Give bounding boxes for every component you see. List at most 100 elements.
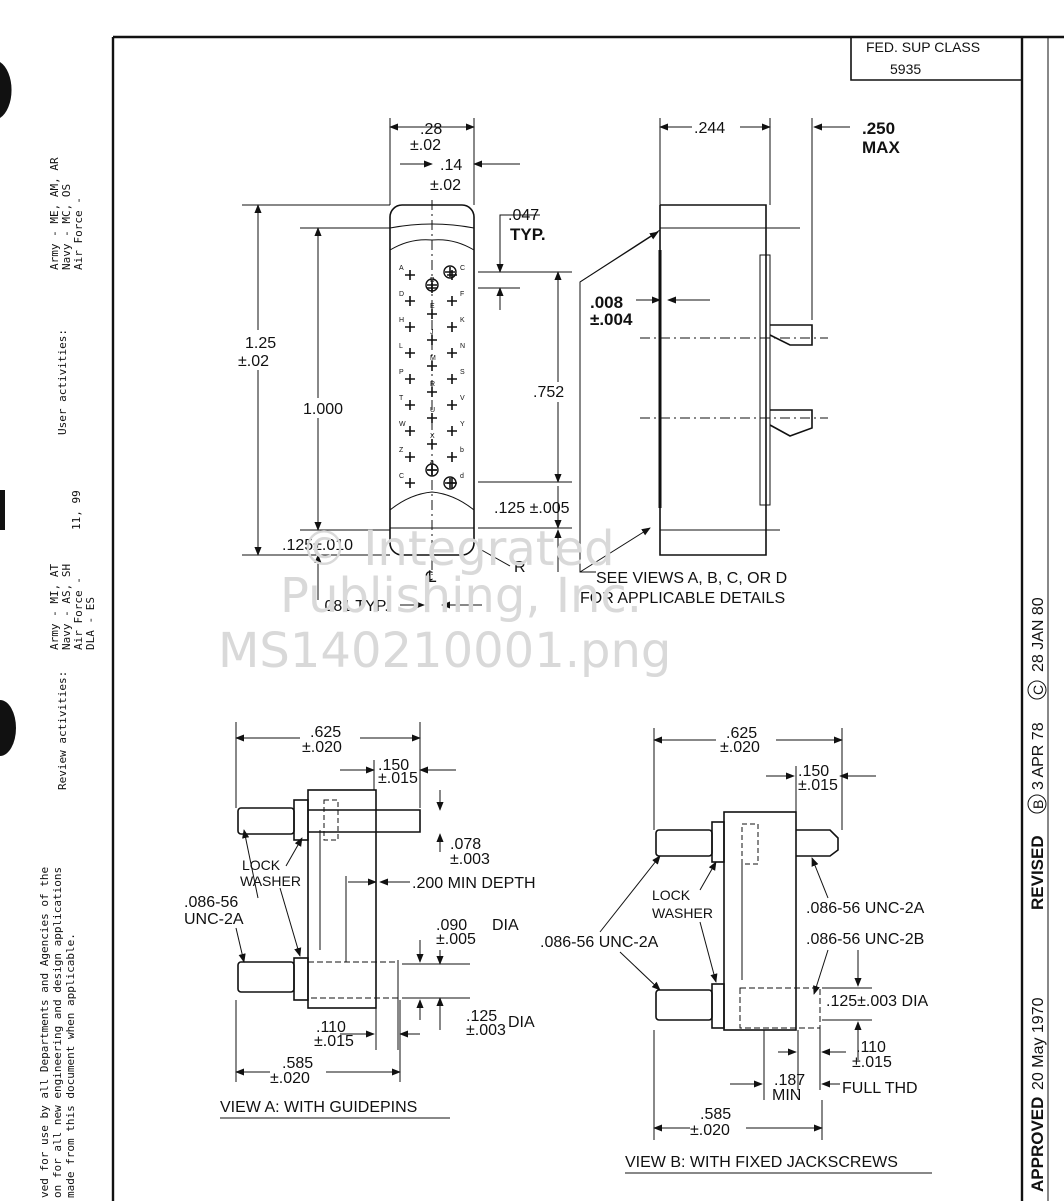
va-lock-1: LOCK	[242, 857, 281, 873]
view-b-caption: VIEW B: WITH FIXED JACKSCREWS	[625, 1154, 898, 1171]
dim-125-010: .125±.010	[282, 537, 353, 554]
dim-081: .081 TYP.	[320, 598, 389, 615]
see-views-line-1: SEE VIEWS A, B, C, OR D	[596, 570, 787, 587]
sheet-border	[111, 35, 1064, 1201]
contact-label-right-4: S	[460, 369, 465, 376]
title-strip: APPROVED 20 May 1970 REVISED B 3 APR 78 …	[1027, 597, 1047, 1192]
contact-hole-bottom-right-cross	[445, 478, 455, 488]
contact-right-6	[447, 426, 457, 436]
dim-028-tol: ±.02	[410, 137, 441, 154]
polarizing-hole-bottom-cross	[427, 465, 437, 475]
contact-left-8	[405, 478, 415, 488]
va-dim-585: .585	[282, 1055, 313, 1072]
contact-label-right-6: Y	[460, 421, 465, 428]
contact-center-3	[427, 361, 437, 371]
vb-dim-150: .150	[798, 763, 829, 780]
contact-label-left-4: P	[399, 369, 404, 376]
vb-thread-2b: .086-56 UNC-2B	[806, 931, 924, 948]
contact-left-7	[405, 452, 415, 462]
contact-left-5	[405, 400, 415, 410]
contact-right-4	[447, 374, 457, 384]
va-thread-2: UNC-2A	[184, 911, 244, 928]
va-dim-078-tol: ±.003	[450, 851, 490, 868]
va-dia-090: .090	[436, 917, 467, 934]
copyright-symbol: C	[1030, 685, 1046, 695]
contact-center-1	[427, 309, 437, 319]
usage-line-2: on for all new engineering and design ap…	[51, 867, 64, 1198]
contact-label-left-0: A	[399, 265, 404, 272]
copyright-date: 28 JAN 80	[1030, 597, 1047, 672]
fsc-value: 5935	[890, 61, 921, 77]
contact-label-left-6: W	[399, 421, 406, 428]
va-dim-110-tol: ±.015	[314, 1033, 354, 1050]
vb-dia-125: .125±.003 DIA	[826, 993, 929, 1010]
va-dia-090-tol: ±.005	[436, 931, 476, 948]
contact-label-right-3: N	[460, 343, 465, 350]
watermark-line-3: MS140210001.png	[218, 623, 671, 679]
contact-label-center-7: a	[430, 459, 434, 466]
approved-date: 20 May 1970	[1030, 997, 1047, 1090]
contact-left-6	[405, 426, 415, 436]
va-depth: .200 MIN DEPTH	[412, 875, 536, 892]
view-a-body	[307, 789, 377, 1009]
va-dim-625: .625	[310, 724, 341, 741]
vb-lock-2: WASHER	[652, 905, 713, 921]
contact-left-0	[405, 270, 415, 280]
contact-left-4	[405, 374, 415, 384]
dim-008-tol: ±.004	[590, 310, 633, 329]
vb-dim-625-tol: ±.020	[720, 739, 760, 756]
dim-028: .28	[420, 121, 442, 138]
vb-dim-110-tol: ±.015	[852, 1054, 892, 1071]
vb-full-thd: FULL THD	[842, 1080, 918, 1097]
vb-lock-1: LOCK	[652, 887, 691, 903]
revised-date: 3 APR 78	[1030, 722, 1047, 790]
dim-014-tol: ±.02	[430, 177, 461, 194]
watermark: © Integrated Publishing, Inc. MS14021000…	[218, 521, 671, 679]
contact-left-1	[405, 296, 415, 306]
va-dim-078: .078	[450, 836, 481, 853]
vb-dim-625: .625	[726, 725, 757, 742]
contact-label-right-0: C	[460, 265, 465, 272]
va-thread-1: .086-56	[184, 894, 238, 911]
user-line-3: Air Force -	[72, 197, 85, 270]
va-dim-585-tol: ±.020	[270, 1070, 310, 1087]
vb-thread-2a-right: .086-56 UNC-2A	[806, 900, 925, 917]
revision-letter: B	[1030, 800, 1046, 809]
va-dia-label-1: DIA	[492, 917, 519, 934]
contact-label-right-5: V	[460, 395, 465, 402]
contact-label-center-6: X	[430, 433, 435, 440]
va-dia-125: .125	[466, 1008, 497, 1025]
va-dim-150: .150	[378, 757, 409, 774]
revised-label: REVISED	[1028, 835, 1047, 910]
dim-125-tol: ±.02	[238, 353, 269, 370]
contact-hole-top-right	[443, 265, 457, 279]
contact-center-5	[427, 413, 437, 423]
contact-label-right-8: d	[460, 473, 464, 480]
contact-label-center-4: R	[430, 381, 435, 388]
jackscrew-tip	[796, 829, 839, 857]
top-view: ACBDFEHKJLNMPSRTVUWYXZbaCd .28 ±.02 .14 …	[238, 118, 574, 615]
contact-label-right-7: b	[460, 447, 464, 454]
polarizing-hole-top-cross	[427, 280, 437, 290]
contact-label-center-2: J	[430, 329, 434, 336]
user-line-2: Navy - MC, OS	[60, 184, 73, 270]
user-heading: User activities:	[56, 329, 69, 435]
dim-250-max: MAX	[862, 138, 900, 157]
contact-label-left-5: T	[399, 395, 404, 402]
fsc-label: FED. SUP CLASS	[866, 39, 980, 55]
see-views-line-2: FOR APPLICABLE DETAILS	[580, 590, 785, 607]
bottom-cutout	[389, 491, 475, 529]
watermark-line-2: Publishing, Inc.	[280, 568, 642, 624]
vb-dim-110: .110	[856, 1039, 886, 1056]
usage-line-3: made from this document when applicable.	[64, 933, 77, 1198]
va-dim-625-tol: ±.020	[302, 739, 342, 756]
va-lock-2: WASHER	[240, 873, 301, 889]
centerline-symbol: ℄	[425, 569, 437, 586]
view-a: .625 ±.020 .150 ±.015 .078 ±.003 LOCK WA…	[184, 720, 536, 1119]
side-body	[659, 204, 767, 556]
va-dim-110: .110	[316, 1019, 346, 1036]
contact-center-6	[427, 439, 437, 449]
contact-label-left-2: H	[399, 317, 404, 324]
